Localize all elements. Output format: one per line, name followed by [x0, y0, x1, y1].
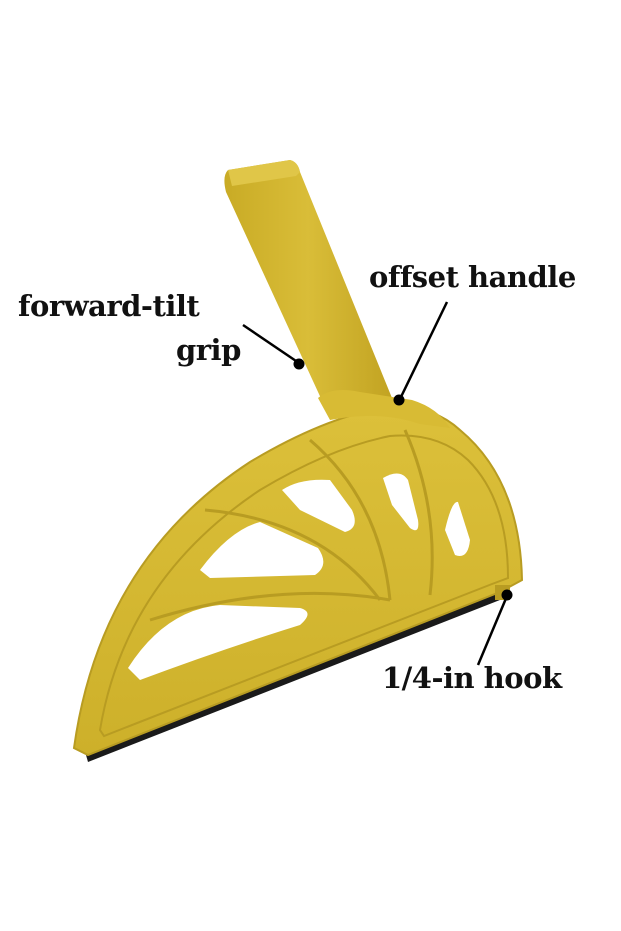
label-forward-tilt-grip-line2: grip: [176, 333, 241, 367]
callout-lines: [242, 301, 509, 666]
handle: [224, 160, 392, 418]
base-strip: [86, 592, 505, 762]
push-block-body: [72, 390, 524, 757]
label-forward-tilt-grip-line1: forward-tilt: [18, 289, 200, 323]
label-offset-handle: offset handle: [369, 260, 576, 294]
label-hook: 1/4-in hook: [382, 661, 562, 695]
callout-dots: [293, 358, 513, 601]
